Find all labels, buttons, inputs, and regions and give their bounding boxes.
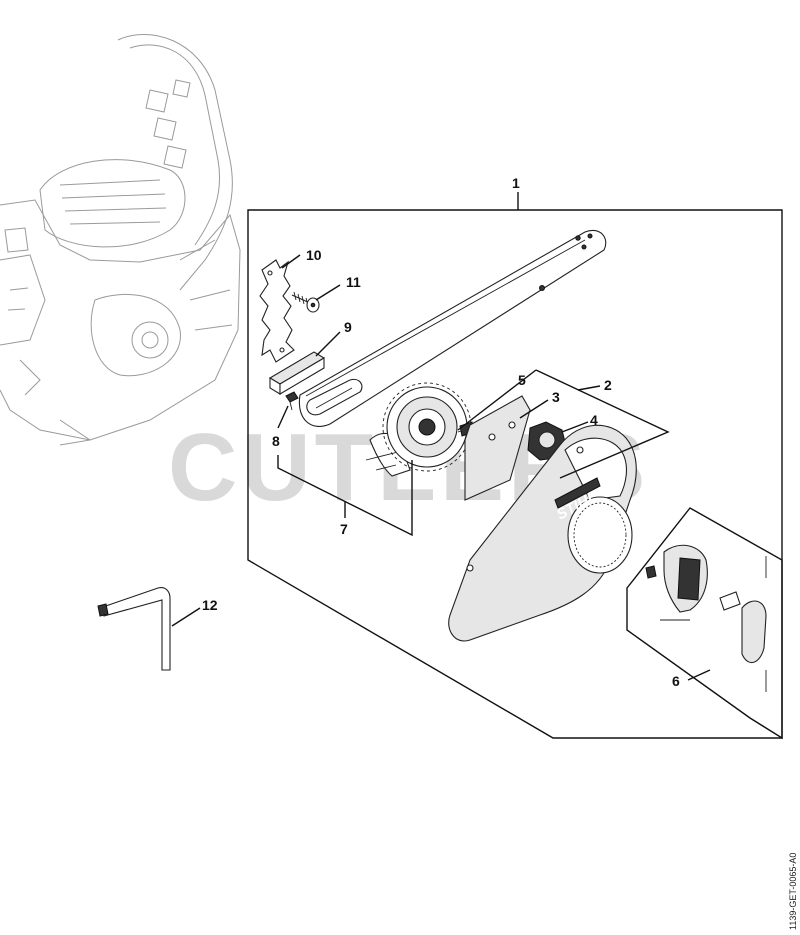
callout-12: 12 <box>202 597 218 613</box>
callout-5: 5 <box>518 372 526 388</box>
chainsaw-body-ghost <box>0 33 241 446</box>
guide-bar <box>298 230 607 427</box>
small-screw-part <box>285 391 299 411</box>
brake-parts <box>645 544 767 692</box>
chain-tensioner-part <box>365 382 472 477</box>
callout-labels: 1 2 3 4 5 6 7 8 9 10 11 12 <box>202 175 680 689</box>
slide-part <box>268 351 326 395</box>
callout-10: 10 <box>306 247 322 263</box>
callout-9: 9 <box>344 319 352 335</box>
hex-key-part <box>97 587 171 671</box>
callout-7: 7 <box>340 521 348 537</box>
callout-4: 4 <box>590 412 598 428</box>
callout-6: 6 <box>672 673 680 689</box>
callout-11: 11 <box>346 274 361 290</box>
assembly-boundary-1 <box>247 209 783 739</box>
document-id: 1139-GET-0065-A0 <box>788 853 798 930</box>
chain-shield-part <box>464 395 531 501</box>
callout-2: 2 <box>604 377 612 393</box>
screw-part <box>291 291 320 313</box>
sprocket-cover-part: STIHL <box>448 424 637 642</box>
leader-lines <box>171 192 711 681</box>
subassembly-boundary-6 <box>626 507 783 740</box>
callout-1: 1 <box>512 175 520 191</box>
plate-part <box>259 259 295 363</box>
callout-3: 3 <box>552 389 560 405</box>
callout-8: 8 <box>272 433 280 449</box>
